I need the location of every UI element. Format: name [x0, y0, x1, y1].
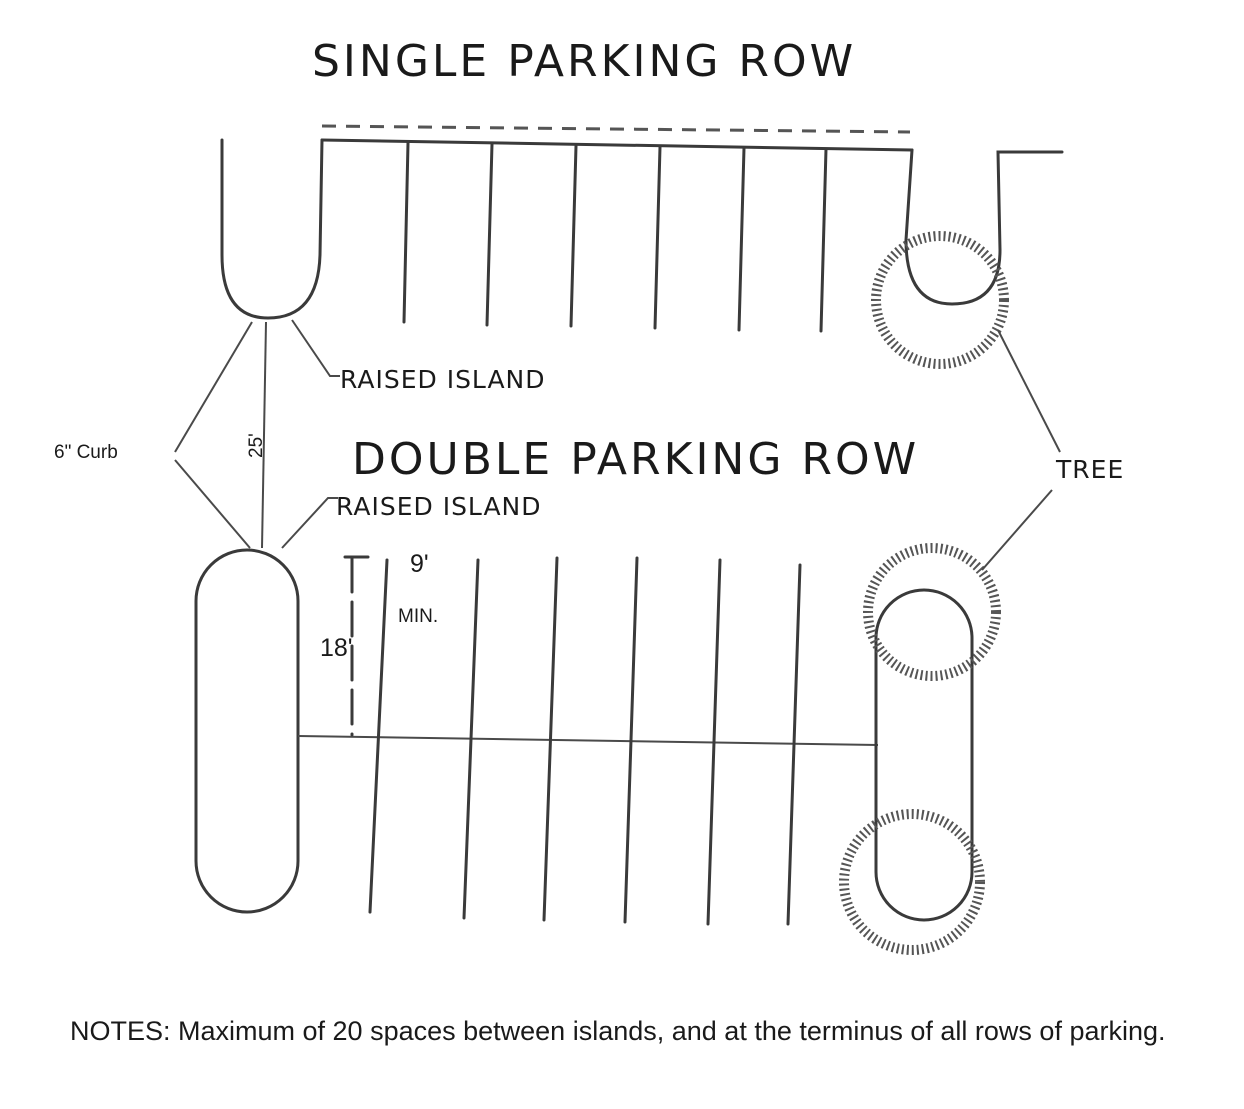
single-row-stall-lines: [402, 141, 828, 333]
notes-text: NOTES: Maximum of 20 spaces between isla…: [70, 1016, 1166, 1046]
curb-label: 6" Curb: [54, 442, 118, 463]
double-row-stall-lines: [368, 556, 802, 926]
stall-depth-label: 18': [320, 634, 353, 662]
raised-island-top-right: [904, 148, 1064, 306]
single-row-curb-line: [320, 138, 914, 152]
raised-island-bottom-left: [194, 548, 300, 914]
raised-island-label-bottom: RAISED ISLAND: [336, 492, 542, 521]
leader-lines: [174, 319, 1061, 571]
raised-island-top-left: [220, 138, 324, 320]
raised-island-bottom-right: [874, 588, 974, 922]
tree-icon: [863, 543, 1001, 681]
tree-icon: [839, 809, 985, 955]
single-parking-row: [220, 138, 1064, 369]
single-row-title: SINGLE PARKING ROW: [312, 36, 856, 87]
stall-width-label: 9': [410, 550, 429, 578]
double-row-center-line: [297, 735, 879, 746]
double-row-title: DOUBLE PARKING ROW: [352, 434, 919, 485]
tree-label: TREE: [1055, 455, 1124, 484]
parking-layout-drawing: SINGLE PARKING ROW DOUBLE PARKING ROW: [54, 36, 1124, 955]
island-width-label: 25': [246, 433, 267, 458]
raised-island-label-top: RAISED ISLAND: [340, 365, 546, 394]
dashed-boundary-line: [321, 124, 911, 134]
tree-icon: [871, 231, 1009, 369]
double-parking-row: [194, 543, 1001, 955]
min-label: MIN.: [398, 606, 438, 627]
